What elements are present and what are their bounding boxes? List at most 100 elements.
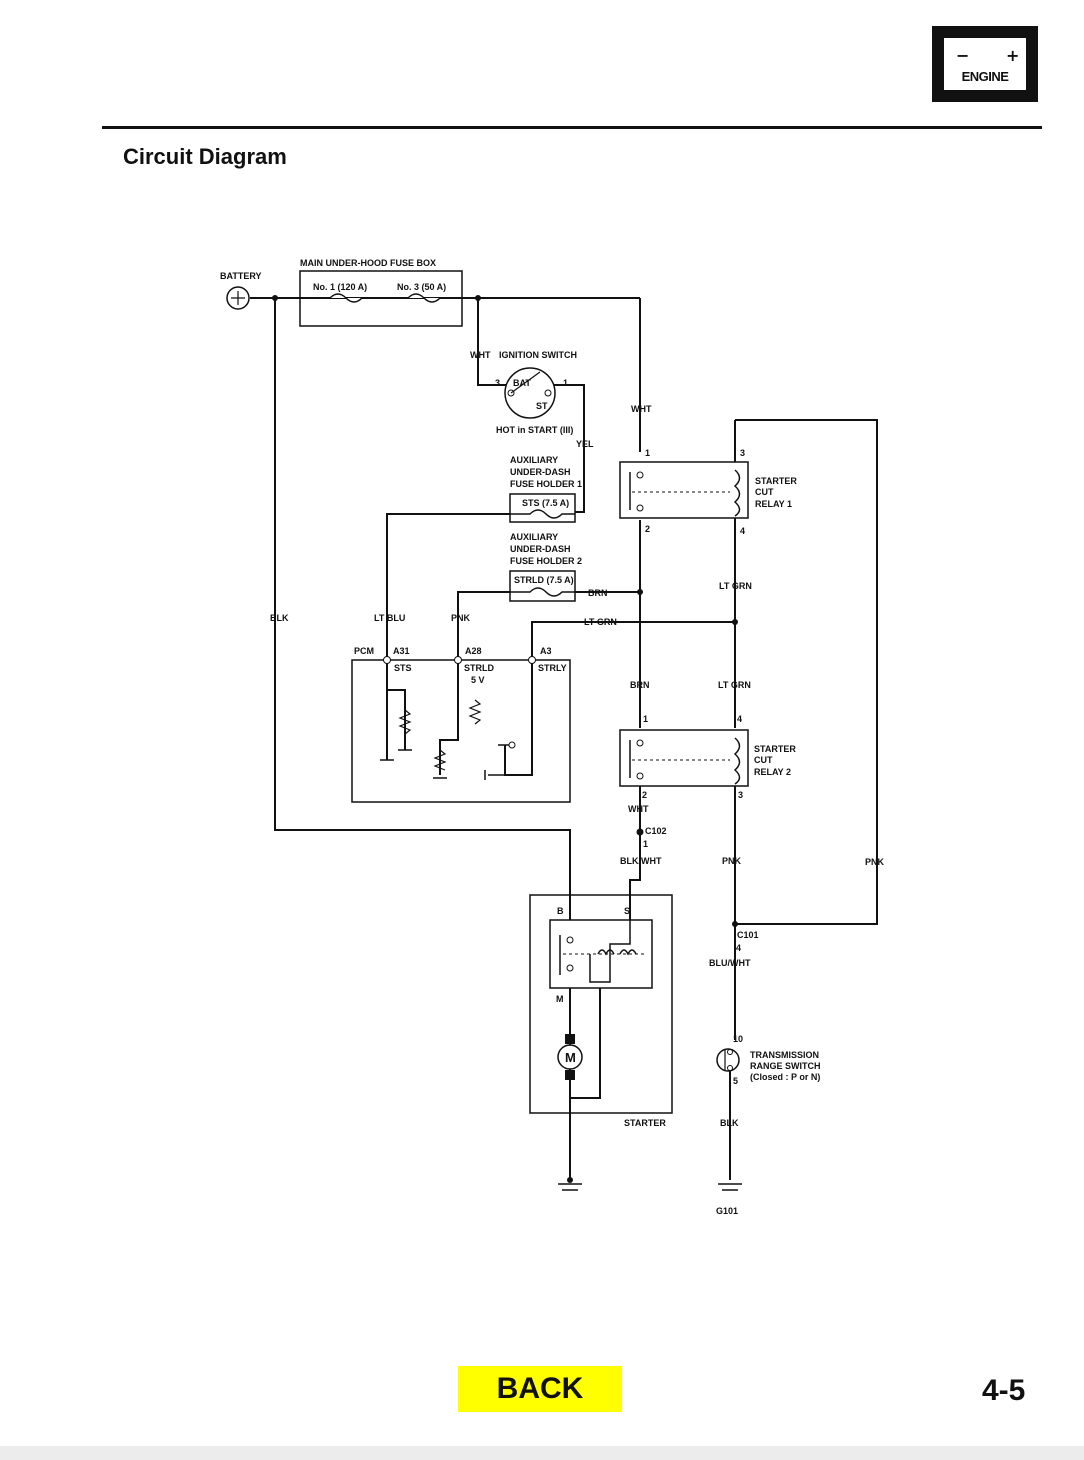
pcm-box	[351, 659, 571, 803]
r2-pin2: 2	[642, 790, 647, 800]
label-pcm-a31: A31	[393, 646, 410, 656]
label-starter: STARTER	[624, 1118, 666, 1128]
c101-pin4: 4	[736, 943, 741, 953]
wire-starter-field	[570, 968, 601, 1099]
label-ltblu: LT BLU	[374, 613, 405, 623]
label-ign-pin3: 3	[495, 378, 500, 388]
label-pnk-pcm: PNK	[451, 613, 471, 623]
label-pcm-strld: STRLD	[464, 663, 494, 673]
label-starter-s: S	[624, 906, 630, 916]
label-relay2-l3: RELAY 2	[754, 767, 791, 777]
label-wht-r2: WHT	[628, 804, 649, 814]
label-c102: C102	[645, 826, 667, 836]
label-ign-st: ST	[536, 401, 548, 411]
r1-pin1: 1	[645, 448, 650, 458]
label-trs-l1: TRANSMISSION	[750, 1050, 819, 1060]
label-relay1-l3: RELAY 1	[755, 499, 792, 509]
label-g101: G101	[716, 1206, 738, 1216]
label-aux2-l3: FUSE HOLDER 2	[510, 556, 582, 566]
label-relay1-l1: STARTER	[755, 476, 797, 486]
ground-g101-icon	[718, 1183, 742, 1191]
label-brn-h: BRN	[588, 588, 608, 598]
wire-yel	[552, 384, 585, 513]
junctions	[272, 295, 738, 1183]
back-button[interactable]: BACK	[458, 1366, 622, 1412]
label-c101: C101	[737, 930, 759, 940]
label-aux2-fuse: STRLD (7.5 A)	[514, 575, 574, 585]
battery-plus: +	[1006, 46, 1020, 65]
trs-pin10: 10	[733, 1034, 743, 1044]
label-aux2-l2: UNDER-DASH	[510, 544, 571, 554]
label-pcm-a3: A3	[540, 646, 552, 656]
label-starter-m: M	[556, 994, 564, 1004]
label-pcm-sts: STS	[394, 663, 412, 673]
label-fuse1: No. 1 (120 A)	[313, 282, 367, 292]
label-aux1-l3: FUSE HOLDER 1	[510, 479, 582, 489]
wire-wht-ign	[477, 298, 508, 386]
label-ignition: IGNITION SWITCH	[499, 350, 577, 360]
trs-pin5: 5	[733, 1076, 738, 1086]
ignition-switch-symbol	[504, 367, 556, 419]
label-pnk-right: PNK	[865, 857, 885, 867]
r2-pin1: 1	[643, 714, 648, 724]
label-ign-hot: HOT in START (III)	[496, 425, 573, 435]
label-relay2-l2: CUT	[754, 755, 773, 765]
label-blk-trs: BLK	[720, 1118, 739, 1128]
starter-box	[529, 894, 673, 1114]
c102-pin1: 1	[643, 839, 648, 849]
r1-pin3: 3	[740, 448, 745, 458]
label-aux1-fuse: STS (7.5 A)	[522, 498, 569, 508]
label-brn-r2: BRN	[630, 680, 650, 690]
wire-pnk-pcm	[457, 591, 510, 656]
fusebox-outline	[299, 270, 463, 327]
header-rule	[102, 126, 1042, 129]
label-wht-ign: WHT	[470, 350, 491, 360]
label-aux1-l1: AUXILIARY	[510, 455, 558, 465]
battery-icon: − + ENGINE	[942, 36, 1028, 92]
label-relay1-l2: CUT	[755, 487, 774, 497]
label-trs-l3: (Closed : P or N)	[750, 1072, 820, 1082]
label-bluwht: BLU/WHT	[709, 958, 751, 968]
label-relay2-l1: STARTER	[754, 744, 796, 754]
label-aux2-l1: AUXILIARY	[510, 532, 558, 542]
aux1-box	[509, 493, 576, 523]
label-trs-l2: RANGE SWITCH	[750, 1061, 821, 1071]
label-starter-b: B	[557, 906, 564, 916]
wire-blk-left	[274, 298, 571, 940]
bottom-bar	[0, 1446, 1084, 1460]
label-ign-pin1: 1	[563, 378, 568, 388]
label-wht-main: WHT	[631, 404, 652, 414]
label-ltgrn-h: LT GRN	[584, 617, 617, 627]
pcm-strld-line	[439, 656, 459, 775]
engine-section-badge: − + ENGINE	[932, 26, 1038, 102]
label-pcm-5v: 5 V	[471, 675, 485, 685]
pcm-strly-line	[504, 656, 533, 776]
label-blkwht: BLK/WHT	[620, 856, 662, 866]
aux2-box	[509, 570, 576, 602]
label-pcm-strly: STRLY	[538, 663, 567, 673]
label-aux1-l2: UNDER-DASH	[510, 467, 571, 477]
page-number: 4-5	[982, 1374, 1026, 1407]
motor-symbol	[557, 1044, 583, 1070]
label-blk-left: BLK	[270, 613, 289, 623]
pcm-sts-res	[387, 689, 406, 750]
r2-pin3: 3	[738, 790, 743, 800]
wire-pnk-right	[735, 419, 878, 925]
label-pcm: PCM	[354, 646, 374, 656]
wire-ltgrn-h	[531, 621, 735, 656]
page-title: Circuit Diagram	[123, 144, 287, 169]
label-fuse3: No. 3 (50 A)	[397, 282, 446, 292]
r1-pin4: 4	[740, 526, 745, 536]
label-pnk-mid: PNK	[722, 856, 742, 866]
wire-ltblu	[386, 513, 510, 656]
label-fusebox: MAIN UNDER-HOOD FUSE BOX	[300, 258, 436, 268]
label-pcm-a28: A28	[465, 646, 482, 656]
r1-pin2: 2	[645, 524, 650, 534]
label-ltgrn-r1: LT GRN	[719, 581, 752, 591]
label-yel: YEL	[576, 439, 594, 449]
label-battery: BATTERY	[220, 271, 262, 281]
trs-symbol	[716, 1048, 740, 1072]
battery-minus: −	[956, 46, 970, 65]
label-motor: M	[565, 1050, 576, 1065]
